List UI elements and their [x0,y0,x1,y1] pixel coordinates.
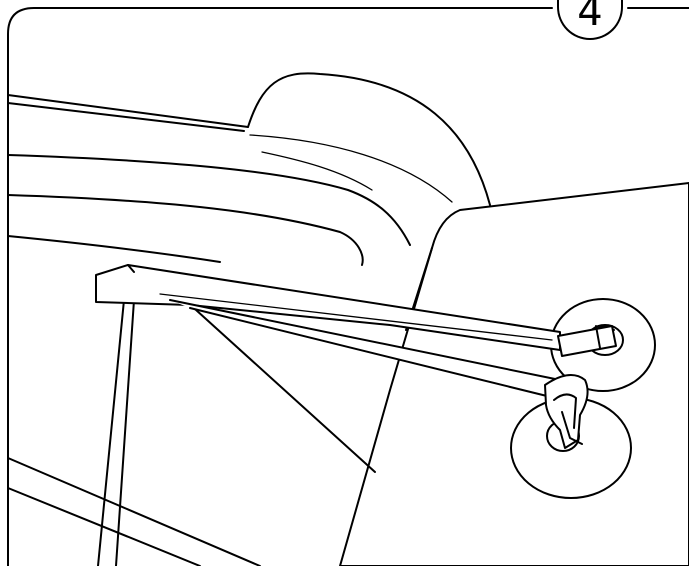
chair-backrest [7,72,491,266]
strap-loop-upper [557,325,617,357]
chair-frame [7,299,376,566]
step-number: 4 [577,0,603,35]
frame-border [7,7,689,566]
strap-loop-lower [544,374,589,449]
strap [95,264,561,405]
